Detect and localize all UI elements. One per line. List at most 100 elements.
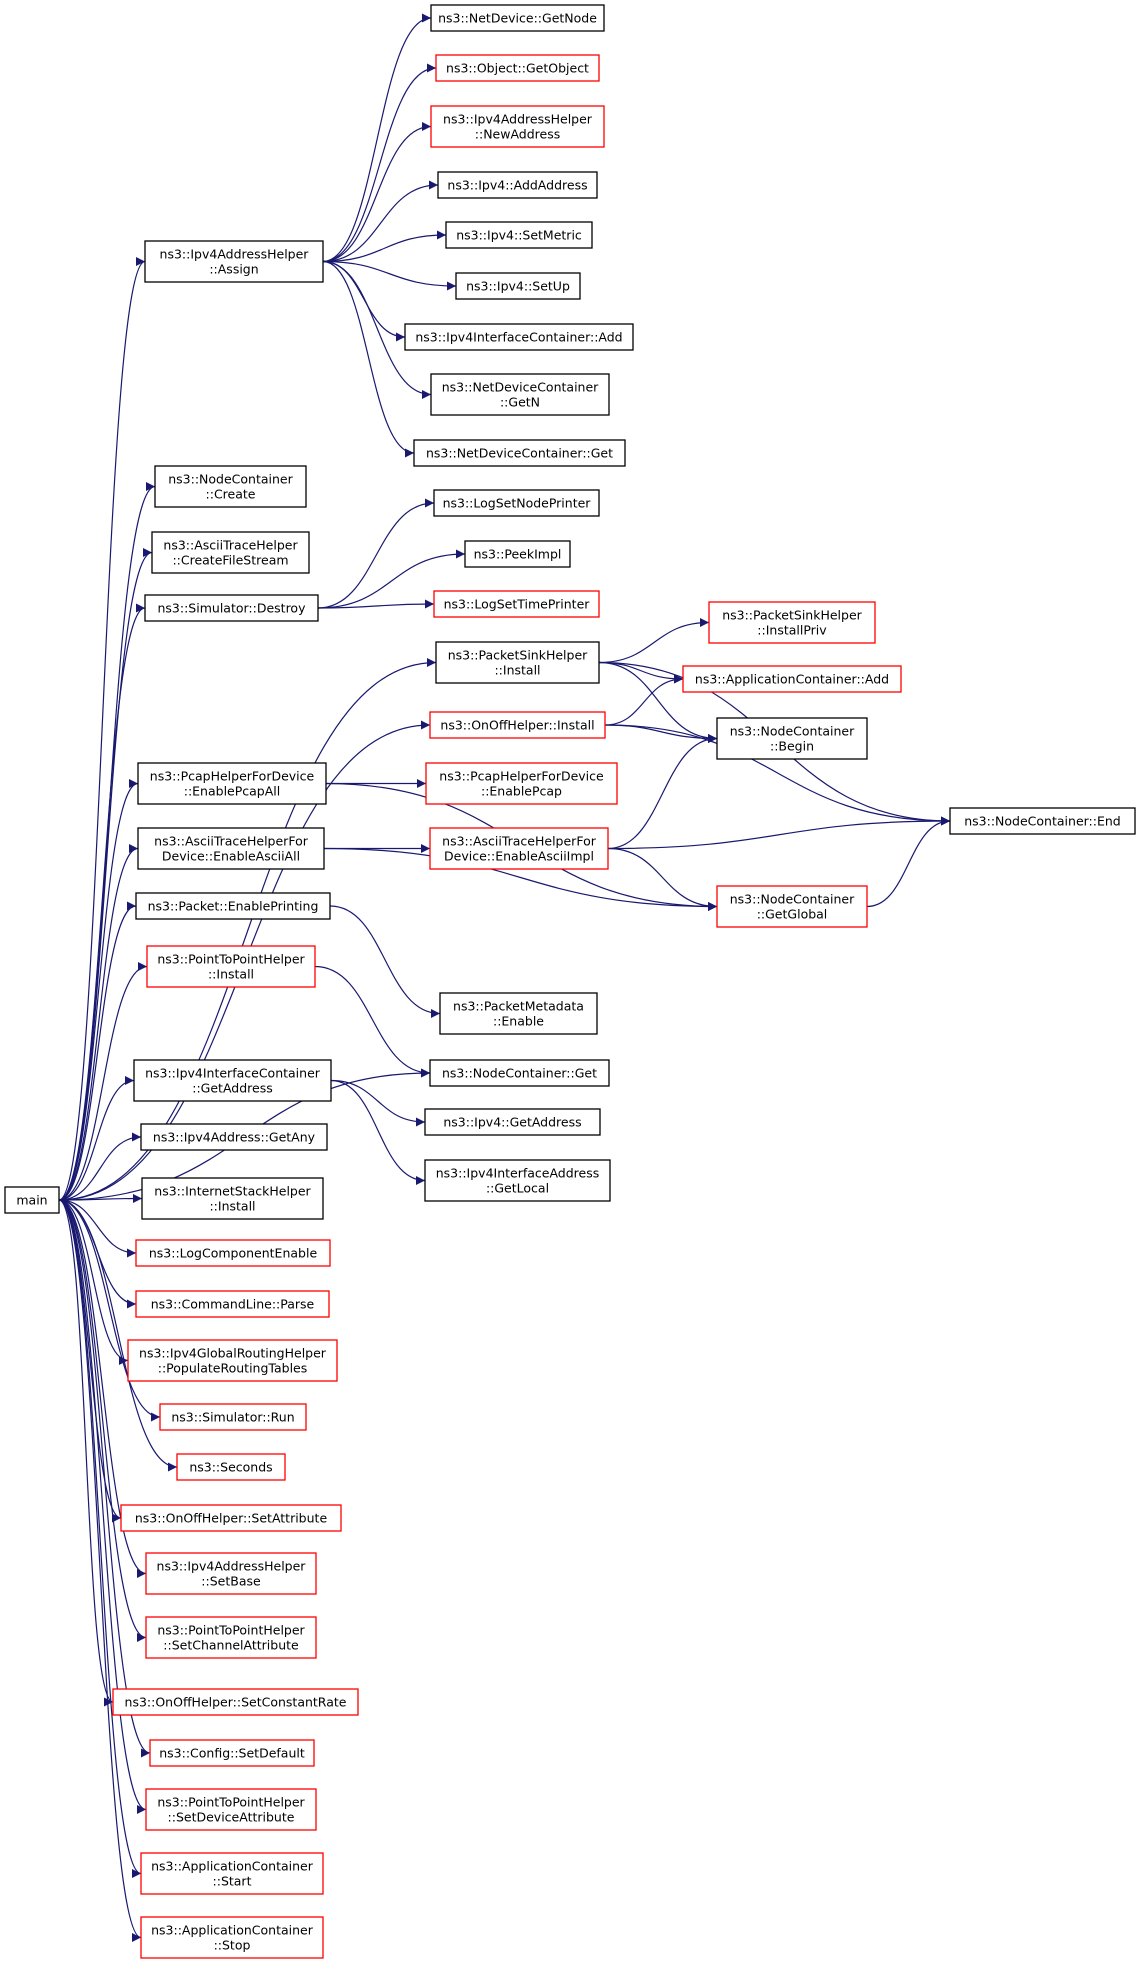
node-box	[429, 711, 606, 739]
node-n13[interactable]: ns3::AsciiTraceHelper::CreateFileStream	[151, 531, 310, 574]
node-n5[interactable]: ns3::Ipv4::SetMetric	[445, 221, 593, 249]
node-n8[interactable]: ns3::Ipv4InterfaceContainer::Add	[404, 323, 634, 351]
nodes-layer: main ns3::NetDevice::GetNodens3::Object::…	[4, 4, 1136, 1959]
node-box	[141, 1177, 324, 1220]
node-label: ns3::Ipv4AddressHelper	[443, 112, 593, 127]
node-n9[interactable]: ns3::NetDeviceContainer::GetN	[430, 373, 610, 416]
node-n6[interactable]: ns3::Ipv4AddressHelper::Assign	[144, 240, 324, 283]
node-n22[interactable]: ns3::PcapHelperForDevice::EnablePcapAll	[137, 762, 327, 805]
node-n10[interactable]: ns3::NetDeviceContainer::Get	[413, 439, 626, 467]
node-label: ns3::ApplicationContainer	[151, 1859, 314, 1874]
edge-n15-to-n16	[317, 599, 435, 609]
node-n1[interactable]: ns3::NetDevice::GetNode	[430, 4, 605, 32]
node-n2[interactable]: ns3::Object::GetObject	[435, 54, 600, 82]
node-n42[interactable]: ns3::OnOffHelper::SetAttribute	[120, 1504, 342, 1532]
node-n32[interactable]: ns3::Ipv4InterfaceContainer::GetAddress	[133, 1059, 332, 1102]
node-box	[433, 489, 600, 517]
node-label: ::PopulateRoutingTables	[158, 1361, 308, 1376]
node-label: ns3::Simulator::Run	[171, 1410, 294, 1425]
node-n12[interactable]: ns3::LogSetNodePrinter	[433, 489, 600, 517]
node-n26[interactable]: ns3::AsciiTraceHelperForDevice::EnableAs…	[429, 827, 609, 870]
node-box	[430, 373, 610, 416]
edge-main-to-n28	[58, 901, 137, 1201]
node-n44[interactable]: ns3::PointToPointHelper::SetChannelAttri…	[145, 1616, 317, 1659]
edge-main-to-n18	[58, 658, 437, 1201]
node-label: ::NewAddress	[475, 127, 560, 142]
node-n47[interactable]: ns3::PointToPointHelper::SetDeviceAttrib…	[145, 1788, 317, 1831]
node-n3[interactable]: ns3::Ipv4AddressHelper::NewAddress	[430, 105, 605, 148]
node-n37[interactable]: ns3::LogComponentEnable	[135, 1239, 331, 1267]
node-n7[interactable]: ns3::Ipv4::SetUp	[455, 272, 581, 300]
node-box	[144, 240, 324, 283]
node-box	[404, 323, 634, 351]
node-label: ::SetDeviceAttribute	[168, 1810, 295, 1825]
node-n40[interactable]: ns3::Simulator::Run	[159, 1403, 307, 1431]
edge-main-to-n34	[58, 1132, 142, 1201]
edge-main-to-n45	[58, 1199, 114, 1707]
edge-main-to-n47	[58, 1199, 147, 1814]
node-n20[interactable]: ns3::OnOffHelper::Install	[429, 711, 606, 739]
node-label: ns3::LogComponentEnable	[149, 1246, 318, 1261]
node-box	[146, 945, 316, 988]
node-n19[interactable]: ns3::ApplicationContainer::Add	[682, 665, 902, 693]
edge-main-to-n43	[58, 1199, 147, 1578]
node-main[interactable]: main	[4, 1186, 60, 1214]
node-n25[interactable]: ns3::AsciiTraceHelperForDevice::EnableAs…	[137, 827, 325, 870]
node-box	[464, 540, 571, 568]
node-label: ns3::Ipv4::SetMetric	[456, 228, 582, 243]
edge-n32-to-n33	[330, 1079, 426, 1127]
node-label: ns3::OnOffHelper::SetAttribute	[135, 1511, 328, 1526]
node-box	[424, 1108, 601, 1136]
node-box	[445, 221, 593, 249]
node-n29[interactable]: ns3::PointToPointHelper::Install	[146, 945, 316, 988]
node-n18[interactable]: ns3::PacketSinkHelper::Install	[435, 641, 600, 684]
node-n33[interactable]: ns3::Ipv4::GetAddress	[424, 1108, 601, 1136]
node-n14[interactable]: ns3::PeekImpl	[464, 540, 571, 568]
node-n45[interactable]: ns3::OnOffHelper::SetConstantRate	[112, 1688, 359, 1716]
edge-n27-to-n24	[866, 816, 951, 908]
node-n49[interactable]: ns3::ApplicationContainer::Stop	[140, 1916, 324, 1959]
node-label: ns3::PacketSinkHelper	[722, 608, 862, 623]
node-n28[interactable]: ns3::Packet::EnablePrinting	[135, 892, 331, 920]
edge-n26-to-n24	[607, 816, 951, 850]
node-n39[interactable]: ns3::Ipv4GlobalRoutingHelper::PopulateRo…	[127, 1339, 338, 1382]
node-n36[interactable]: ns3::InternetStackHelper::Install	[141, 1177, 324, 1220]
node-box	[429, 827, 609, 870]
node-n11[interactable]: ns3::NodeContainer::Create	[154, 465, 307, 508]
node-n41[interactable]: ns3::Seconds	[176, 1453, 286, 1481]
node-label: ::Install	[209, 1199, 255, 1214]
node-n34[interactable]: ns3::Ipv4Address::GetAny	[140, 1123, 328, 1151]
edge-n25-to-n27	[323, 847, 718, 911]
node-n43[interactable]: ns3::Ipv4AddressHelper::SetBase	[145, 1552, 317, 1595]
node-label: ns3::PacketMetadata	[453, 999, 584, 1014]
node-label: ns3::NodeContainer	[730, 892, 855, 907]
node-box	[154, 465, 307, 508]
node-label: ns3::PcapHelperForDevice	[439, 769, 604, 784]
node-n15[interactable]: ns3::Simulator::Destroy	[144, 594, 319, 622]
node-n17[interactable]: ns3::PacketSinkHelper::InstallPriv	[708, 601, 876, 644]
node-label: ns3::CommandLine::Parse	[151, 1297, 315, 1312]
node-label: ::InstallPriv	[757, 623, 827, 638]
node-label: Device::EnableAsciiImpl	[444, 849, 594, 864]
node-n27[interactable]: ns3::NodeContainer::GetGlobal	[716, 885, 868, 928]
node-n35[interactable]: ns3::Ipv4InterfaceAddress::GetLocal	[424, 1159, 611, 1202]
node-label: ns3::PcapHelperForDevice	[150, 769, 315, 784]
node-n31[interactable]: ns3::NodeContainer::Get	[429, 1059, 610, 1087]
node-box	[145, 1788, 317, 1831]
node-box	[137, 827, 325, 870]
node-box	[439, 992, 598, 1035]
node-n21[interactable]: ns3::NodeContainer::Begin	[716, 717, 868, 760]
node-n23[interactable]: ns3::PcapHelperForDevice::EnablePcap	[425, 762, 618, 805]
node-label: ::Install	[208, 967, 254, 982]
node-box	[716, 885, 868, 928]
node-n24[interactable]: ns3::NodeContainer::End	[949, 807, 1136, 835]
node-box	[949, 807, 1136, 835]
node-n48[interactable]: ns3::ApplicationContainer::Start	[140, 1852, 324, 1895]
node-n16[interactable]: ns3::LogSetTimePrinter	[433, 590, 600, 618]
node-n46[interactable]: ns3::Config::SetDefault	[149, 1739, 315, 1767]
node-n4[interactable]: ns3::Ipv4::AddAddress	[437, 171, 598, 199]
node-n30[interactable]: ns3::PacketMetadata::Enable	[439, 992, 598, 1035]
node-box	[716, 717, 868, 760]
node-n38[interactable]: ns3::CommandLine::Parse	[135, 1290, 330, 1318]
node-label: ns3::LogSetNodePrinter	[443, 496, 592, 511]
